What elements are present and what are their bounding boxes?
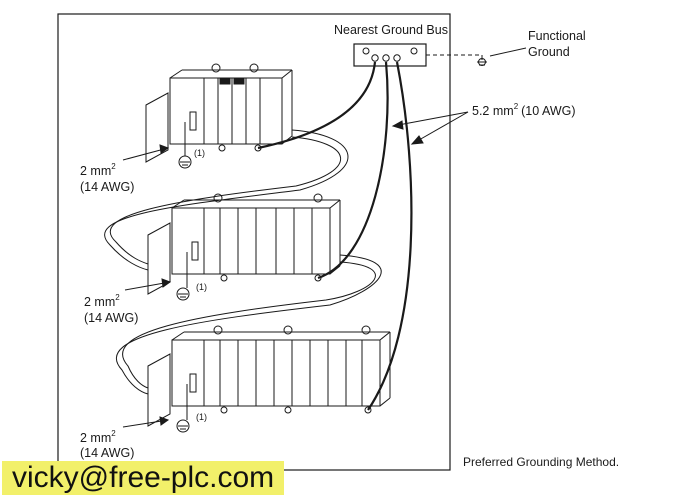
footnote-mark-middle: (1): [196, 282, 207, 292]
watermark-banner: vicky@free-plc.com: [2, 461, 285, 495]
chassis-wire-label-bottom: 2 mm2: [80, 429, 116, 445]
chassis-bottom: [147, 325, 391, 427]
caption: Preferred Grounding Method.: [463, 455, 619, 469]
ground-wires: [257, 61, 413, 411]
chassis-middle: [147, 193, 341, 295]
ground-bus: [353, 43, 427, 67]
functional-ground-label-line2: Ground: [528, 45, 570, 59]
chassis-wire-label-middle: 2 mm2: [84, 293, 120, 309]
footnote-mark-bottom: (1): [196, 412, 207, 422]
ground-bus-label: Nearest Ground Bus: [334, 23, 448, 37]
footnote-mark-top: (1): [194, 148, 205, 158]
expansion-cables: [104, 129, 382, 395]
functional-ground-label-line1: Functional: [528, 29, 586, 43]
chassis-top: [145, 63, 293, 163]
functional-ground: [426, 47, 527, 66]
chassis-awg-label-middle: (14 AWG): [84, 311, 138, 325]
main-wire-label: 5.2 mm2(10 AWG): [472, 102, 576, 118]
chassis-awg-label-bottom: (14 AWG): [80, 446, 134, 460]
chassis-awg-label-top: (14 AWG): [80, 180, 134, 194]
leader-arrows: [122, 111, 469, 428]
chassis-wire-label-top: 2 mm2: [80, 162, 116, 178]
chassis-ground-symbols: [176, 122, 192, 433]
